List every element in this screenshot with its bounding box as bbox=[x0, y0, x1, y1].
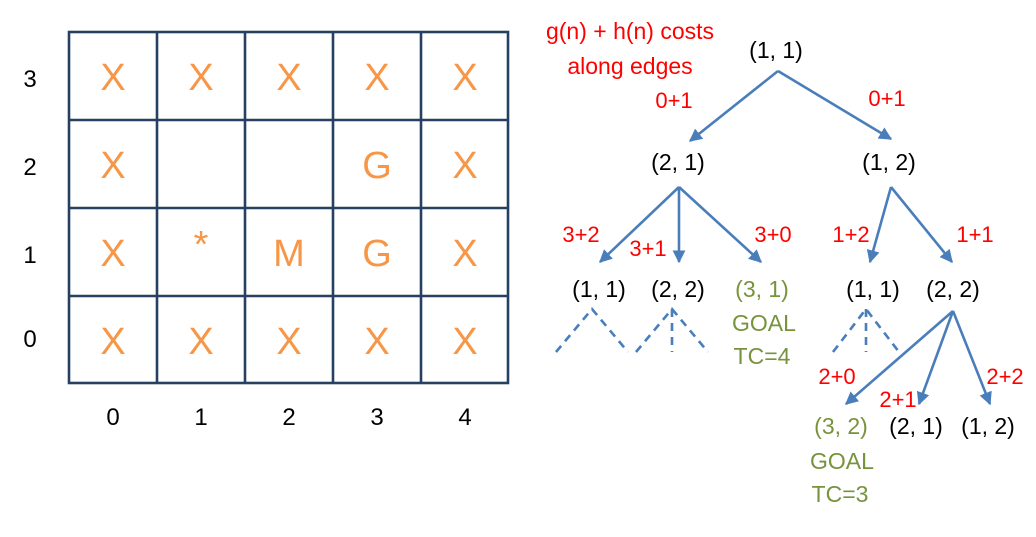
tree-node: (2, 1) bbox=[889, 413, 943, 439]
col-label: 3 bbox=[370, 404, 383, 431]
unexpanded-branch bbox=[831, 306, 901, 353]
edge-cost: 2+2 bbox=[986, 364, 1023, 389]
tree-edge bbox=[688, 69, 779, 143]
grid-cell: X bbox=[188, 321, 213, 363]
heading-line-2: along edges bbox=[567, 53, 692, 79]
col-label: 1 bbox=[194, 404, 207, 431]
tree-node-goal: (3, 2) bbox=[814, 413, 868, 439]
edge-cost: 0+1 bbox=[868, 86, 905, 111]
tree-edge bbox=[889, 186, 954, 264]
col-label: 4 bbox=[458, 404, 471, 431]
col-label: 0 bbox=[106, 404, 119, 431]
tree-edge bbox=[845, 310, 954, 405]
edge-cost: 3+0 bbox=[754, 222, 791, 247]
grid-cell: X bbox=[100, 233, 125, 275]
tree-node: (1, 1) bbox=[846, 276, 900, 302]
search-tree: g(n) + h(n) costs along edges (1, 1) 0+1… bbox=[546, 18, 1024, 507]
grid-cell: X bbox=[100, 57, 125, 99]
goal-label: GOAL bbox=[732, 310, 796, 336]
tree-node-root: (1, 1) bbox=[749, 37, 803, 63]
edge-cost: 1+1 bbox=[956, 222, 993, 247]
grid-cell: X bbox=[452, 145, 477, 187]
grid-world: X X X X X X G X X * M G X X X X X X 3 2 … bbox=[23, 30, 510, 431]
tree-edge bbox=[678, 186, 762, 263]
grid-cell: X bbox=[188, 57, 213, 99]
tree-node: (1, 2) bbox=[961, 413, 1015, 439]
grid-cell-monster: M bbox=[273, 233, 305, 275]
total-cost-label: TC=3 bbox=[812, 481, 869, 507]
row-label: 1 bbox=[23, 242, 36, 269]
tree-edge bbox=[777, 69, 893, 141]
grid-cell: X bbox=[364, 57, 389, 99]
goal-label: GOAL bbox=[810, 448, 874, 474]
grid-cell: X bbox=[276, 321, 301, 363]
edge-cost: 3+1 bbox=[629, 236, 666, 261]
unexpanded-branch bbox=[555, 306, 629, 353]
tree-node: (2, 1) bbox=[651, 149, 705, 175]
tree-node-goal: (3, 1) bbox=[735, 276, 789, 302]
grid-cell: X bbox=[452, 321, 477, 363]
grid-cell: X bbox=[452, 57, 477, 99]
col-label: 2 bbox=[282, 404, 295, 431]
grid-cell-goal: G bbox=[362, 145, 392, 187]
row-label: 3 bbox=[23, 66, 36, 93]
total-cost-label: TC=4 bbox=[734, 343, 791, 369]
edge-cost: 0+1 bbox=[655, 88, 692, 113]
tree-edge bbox=[599, 186, 680, 263]
edge-cost: 3+2 bbox=[562, 222, 599, 247]
grid-cell: X bbox=[452, 233, 477, 275]
grid-cell-goal: G bbox=[362, 233, 392, 275]
tree-node: (2, 2) bbox=[651, 276, 705, 302]
row-label: 2 bbox=[23, 154, 36, 181]
grid-cell: X bbox=[100, 321, 125, 363]
tree-edge bbox=[951, 310, 992, 406]
row-label: 0 bbox=[23, 326, 36, 353]
grid-cell: X bbox=[364, 321, 389, 363]
tree-edge bbox=[866, 186, 893, 264]
grid-cell: X bbox=[276, 57, 301, 99]
tree-edge bbox=[916, 310, 955, 406]
grid-cell: X bbox=[100, 145, 125, 187]
tree-node: (1, 1) bbox=[572, 276, 626, 302]
grid-cell-start: * bbox=[194, 224, 209, 266]
edge-cost: 2+1 bbox=[879, 387, 916, 412]
edge-cost: 1+2 bbox=[832, 222, 869, 247]
tree-node: (1, 2) bbox=[862, 149, 916, 175]
tree-node: (2, 2) bbox=[926, 276, 980, 302]
heading-line-1: g(n) + h(n) costs bbox=[546, 18, 714, 44]
edge-cost: 2+0 bbox=[818, 364, 855, 389]
